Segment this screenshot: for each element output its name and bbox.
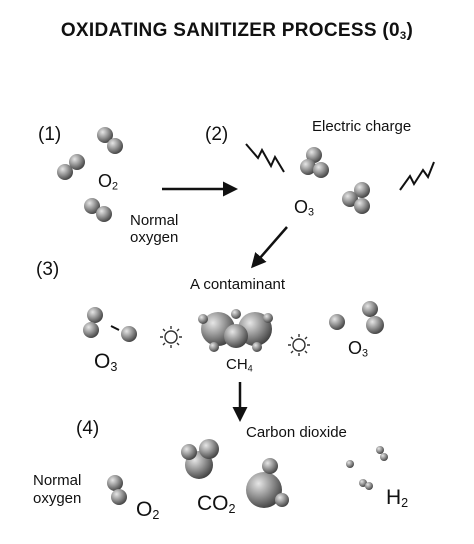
formula-o2-bottom: O2: [136, 498, 160, 523]
page-title: OXIDATING SANITIZER PROCESS (03): [60, 20, 414, 42]
step-1-label: (1): [38, 124, 62, 145]
step-2-label: (2): [205, 124, 229, 145]
formula-o3-right: O3: [348, 338, 369, 360]
formula-o3-top: O3: [294, 197, 315, 219]
o3-molecule-right: [329, 301, 384, 334]
o2-molecule-a: [97, 127, 123, 154]
h2-molecules: [346, 446, 388, 490]
methane-molecule: [198, 309, 273, 352]
formula-co2: CO2: [197, 492, 236, 517]
o3-molecule-b: [342, 182, 370, 214]
contaminant-label: A contaminant: [190, 276, 286, 293]
formula-ch4: CH4: [226, 356, 253, 374]
spark-icon-left: [160, 326, 182, 348]
o3-molecule-a: [300, 147, 329, 178]
o2-molecule-b: [57, 154, 85, 180]
spark-icon-right: [288, 334, 310, 356]
co2-molecule-a: [181, 439, 219, 479]
step-3-label: (3): [36, 259, 60, 280]
o3-molecule-left: [83, 307, 137, 342]
lightning-icon-right: [399, 161, 435, 191]
normal-oxygen-label-bottom: Normal oxygen: [33, 472, 82, 507]
o2-molecule-product: [107, 475, 127, 505]
o2-molecule-c: [84, 198, 112, 222]
formula-h2: H2: [386, 486, 409, 511]
co2-molecule-b: [246, 458, 289, 508]
normal-oxygen-label-top: Normal oxygen: [130, 212, 179, 246]
formula-o3-left: O3: [94, 350, 118, 375]
formula-o2-top: O2: [98, 171, 119, 193]
electric-charge-label: Electric charge: [312, 118, 412, 135]
arrow-2-to-3: [251, 226, 288, 269]
carbon-dioxide-label: Carbon dioxide: [246, 424, 347, 441]
step-4-label: (4): [76, 418, 100, 439]
lightning-icon-left: [245, 143, 285, 173]
